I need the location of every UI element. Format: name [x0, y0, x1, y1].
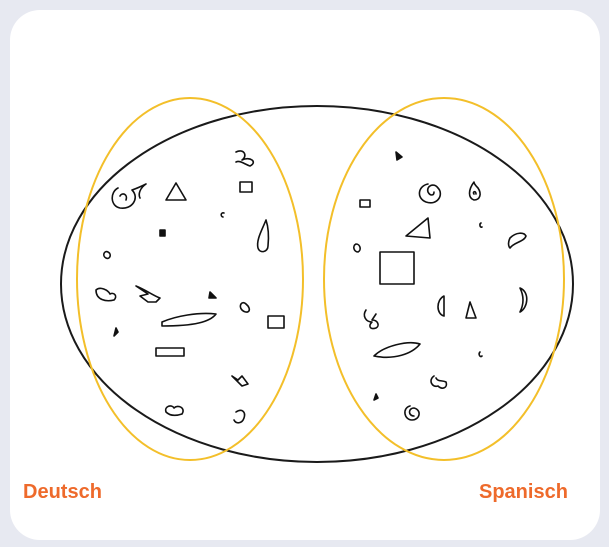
shape-small-o — [103, 250, 111, 260]
shape-drop — [256, 219, 270, 253]
shape-leaf-r — [373, 341, 421, 359]
shape-tiny-square — [159, 229, 166, 237]
set-ellipse-deutsch — [76, 97, 304, 461]
shape-blob — [95, 287, 117, 302]
shape-hook — [233, 409, 246, 424]
shape-squiggle — [507, 232, 527, 249]
shape-small-rect-r — [359, 199, 371, 208]
shape-half-circle — [437, 295, 445, 317]
shape-triangle-r — [405, 217, 431, 239]
shape-cloud — [164, 405, 184, 417]
shape-curl-r — [430, 375, 448, 389]
shape-tiny-hook — [478, 351, 483, 358]
shape-egg — [239, 301, 251, 313]
venn-diagram — [60, 97, 574, 463]
shape-tiny-c — [220, 212, 225, 218]
label-deutsch: Deutsch — [23, 481, 102, 503]
shape-leaf — [161, 312, 217, 327]
shape-tiny-slash-r — [373, 393, 379, 401]
shape-tiny-dot-r — [479, 222, 483, 228]
diagram-card: Deutsch Spanisch — [10, 10, 600, 540]
shape-tiny-slash — [113, 327, 119, 337]
universe-ellipse — [60, 105, 574, 463]
shape-small-rect — [239, 181, 253, 193]
shape-rect — [267, 315, 285, 329]
shape-big-square — [379, 251, 415, 285]
shape-long-rect — [155, 347, 185, 357]
shape-tiny-tri-r — [395, 151, 403, 161]
shape-narrow-tri — [465, 301, 477, 319]
shape-sprout — [363, 309, 379, 330]
shape-flame — [468, 181, 481, 201]
shape-tiny-tri — [208, 291, 217, 299]
shape-swirl — [404, 405, 420, 421]
shape-spiral-r — [418, 183, 442, 204]
shape-spiral — [111, 183, 147, 209]
shape-triangle — [165, 182, 187, 201]
shape-check — [135, 285, 161, 303]
deutsch-shapes — [95, 150, 285, 424]
shape-crescent — [519, 287, 528, 313]
shape-claw — [231, 375, 249, 387]
shape-curl — [235, 150, 255, 167]
spanisch-shapes — [353, 151, 528, 421]
label-spanisch: Spanisch — [479, 481, 568, 503]
shape-small-o-r — [353, 243, 361, 253]
set-ellipse-spanisch — [323, 97, 565, 461]
